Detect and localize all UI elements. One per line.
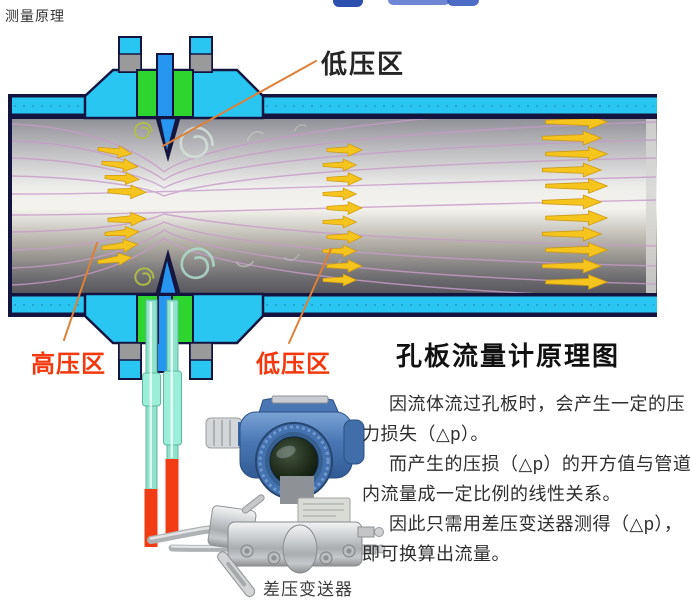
gasket-downstream — [171, 69, 194, 118]
pressure-transmitter-photo — [205, 395, 386, 597]
valve-stem — [241, 494, 265, 514]
pointer-line-high-pressure — [63, 242, 98, 341]
valve-lever-handle — [217, 551, 256, 597]
orifice-plate-top — [156, 53, 174, 118]
description-line: 即可换算出流量。 — [362, 544, 510, 564]
description-line: 而产生的压损（△p）的开方值与管道 — [389, 454, 692, 474]
description-line: 内流量成一定比例的线性关系。 — [362, 484, 621, 504]
page-title: 测量原理 — [5, 8, 65, 24]
pipe-left-end-cap — [8, 94, 12, 317]
flange-bolt — [189, 342, 213, 380]
label-low-pressure-top: 低压区 — [321, 49, 406, 79]
description-line: 因流体流过孔板时，会产生一定的压 — [389, 394, 685, 414]
pointer-line-low-pressure-bottom — [288, 248, 332, 344]
pipe-end-ring — [646, 118, 656, 293]
pointer-lines — [63, 60, 332, 344]
orifice-plate-bore — [155, 116, 181, 295]
explanation-panel: 孔板流量计原理图 因流体流过孔板时，会产生一定的压 力损失（△p）。 而产生的压… — [362, 336, 692, 569]
gasket-upstream — [136, 69, 159, 118]
transmitter-neck-and-tag — [280, 476, 351, 524]
flange-bolt — [118, 36, 142, 73]
flange-bolt — [189, 36, 213, 73]
impulse-tube-high-pressure — [142, 299, 161, 547]
top-flange — [83, 36, 265, 120]
transmitter-head — [239, 395, 365, 500]
panel-title: 孔板流量计原理图 — [396, 341, 621, 371]
transmitter-manifold — [207, 494, 386, 597]
description-line: 力损失（△p）。 — [362, 424, 489, 444]
label-low-pressure-bottom: 低压区 — [256, 351, 331, 378]
transmitter-caption: 差压变送器 — [263, 580, 353, 599]
label-high-pressure: 高压区 — [31, 351, 106, 378]
streamlines — [11, 103, 657, 299]
description-line: 因此只需用差压变送器测得（△p）， — [389, 514, 683, 534]
pointer-line-low-pressure-top — [162, 60, 317, 147]
clipped-logo-fragment — [333, 0, 479, 7]
flange-bolt — [118, 342, 142, 380]
